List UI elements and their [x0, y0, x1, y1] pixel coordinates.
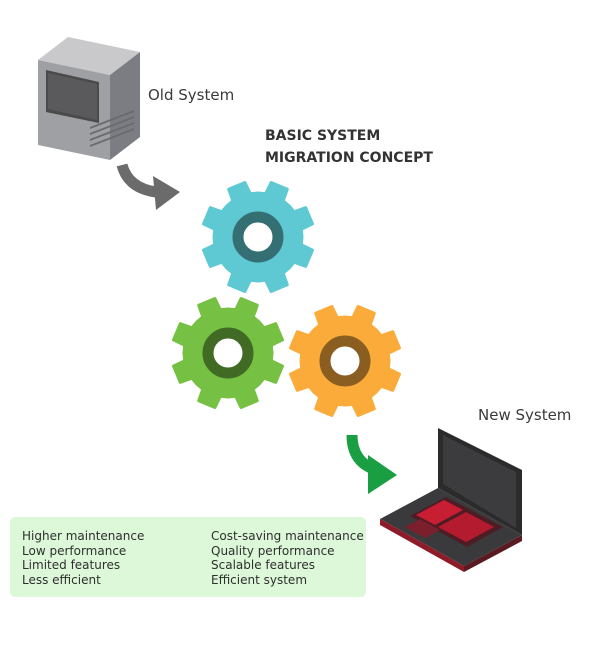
old-system-label: Old System [148, 86, 235, 104]
after-list: Cost-saving maintenance Quality performa… [211, 529, 364, 587]
list-item: Quality performance [211, 543, 335, 558]
curved-arrow-icon [116, 163, 180, 210]
gear-icon [202, 181, 314, 293]
list-item: Limited features [22, 558, 121, 572]
gear-icon [289, 305, 401, 417]
list-item: Less efficient [22, 572, 101, 587]
before-list: Higher maintenance Low performance Limit… [22, 529, 144, 587]
title-line-2: MIGRATION CONCEPT [265, 150, 433, 166]
new-system-label: New System [478, 406, 572, 424]
list-item: Efficient system [211, 572, 308, 587]
curved-arrow-icon [346, 434, 397, 494]
list-item: Higher maintenance [22, 529, 145, 543]
list-item: Low performance [22, 543, 127, 558]
list-item: Cost-saving maintenance [211, 529, 364, 543]
list-item: Scalable features [211, 558, 315, 572]
gear-icon [172, 297, 284, 409]
old-computer-icon [38, 37, 140, 160]
comparison-panel: Higher maintenance Low performance Limit… [10, 517, 366, 597]
diagram-title: BASIC SYSTEM MIGRATION CONCEPT [265, 125, 433, 169]
laptop-icon [380, 428, 522, 572]
title-line-1: BASIC SYSTEM [265, 128, 381, 144]
